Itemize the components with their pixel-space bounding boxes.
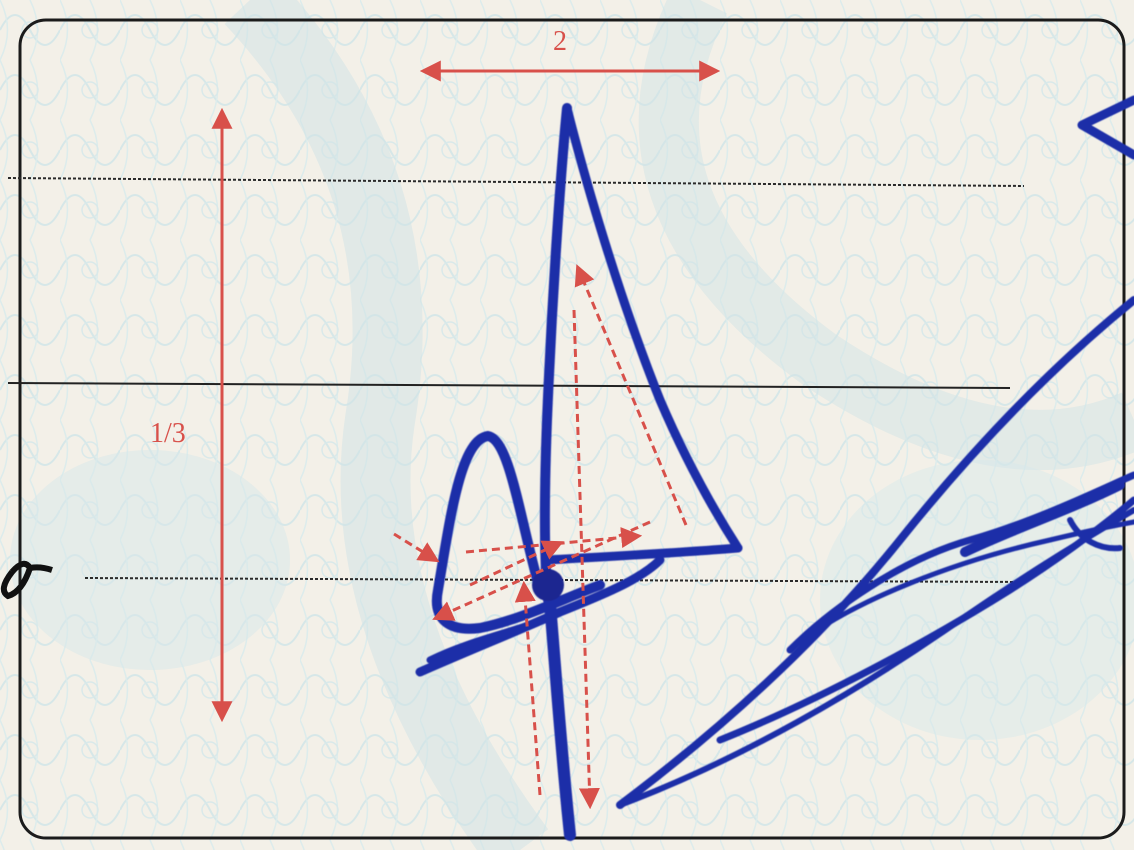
width-ratio-label: 2 <box>553 26 567 57</box>
guide-line-top <box>7 177 1025 187</box>
direction-arrow <box>572 309 600 810</box>
watermark-blob <box>820 460 1134 740</box>
watermark-blob <box>10 450 290 670</box>
direction-arrow <box>574 264 688 526</box>
measurement-arrows <box>211 60 721 723</box>
height-ratio-label: 1/3 <box>150 418 186 449</box>
direction-arrow <box>514 580 542 796</box>
watermark-swirl <box>638 0 1134 470</box>
stroke-direction-arrows <box>393 264 688 810</box>
direction-arrow <box>432 520 651 621</box>
watermark-swirl <box>224 0 549 850</box>
guide-line-middle <box>7 382 1011 389</box>
direction-arrow <box>393 532 440 563</box>
stray-letter-mark <box>0 560 53 600</box>
direction-arrow <box>469 540 564 587</box>
